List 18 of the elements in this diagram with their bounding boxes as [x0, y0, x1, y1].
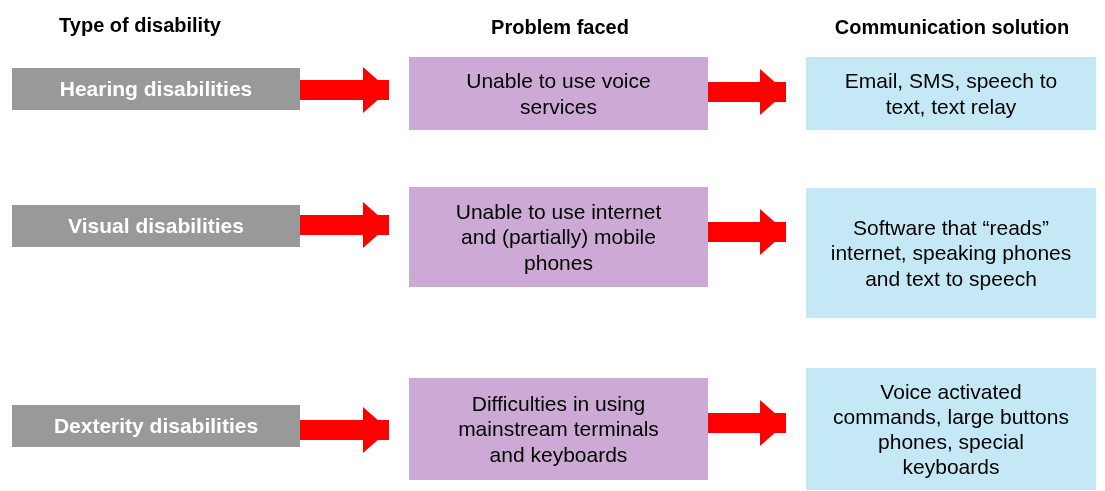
problem-box: Unable to use voice services — [409, 57, 708, 130]
disability-type-box: Dexterity disabilities — [12, 405, 300, 447]
block-arrow — [300, 202, 389, 248]
block-arrow — [708, 209, 786, 255]
block-arrow — [708, 400, 786, 446]
block-arrow — [708, 69, 786, 115]
problem-box: Unable to use internet and (partially) mobile phones — [409, 187, 708, 287]
block-arrow — [300, 407, 389, 453]
disability-type-box: Visual disabilities — [12, 205, 300, 247]
solution-box: Email, SMS, speech to text, text relay — [806, 57, 1096, 130]
column-heading: Problem faced — [491, 16, 629, 39]
column-heading: Communication solution — [834, 16, 1070, 39]
solution-box: Software that “reads” internet, speaking phones and text to speech — [806, 188, 1096, 318]
solution-box: Voice activated commands, large buttons phones, special keyboards — [806, 368, 1096, 490]
problem-box: Difficulties in using mainstream terminals and keyboards — [409, 378, 708, 480]
block-arrow — [300, 67, 389, 113]
disability-type-box: Hearing disabilities — [12, 68, 300, 110]
column-heading: Type of disability — [59, 14, 221, 37]
